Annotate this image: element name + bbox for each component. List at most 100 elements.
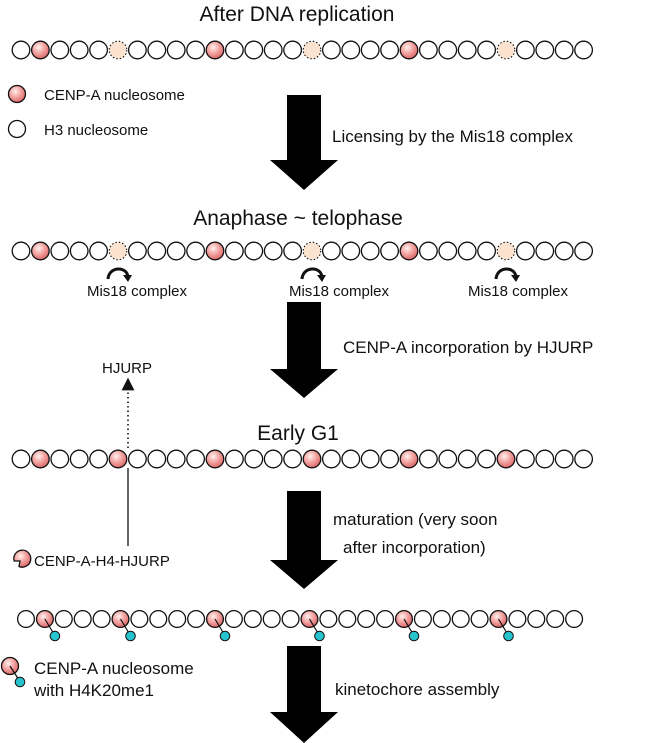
mis18-complex-arrowhead	[317, 275, 326, 282]
h3-nucleosome	[263, 40, 283, 60]
h3-nucleosome	[418, 449, 438, 469]
cenpa-nucleosome	[30, 40, 50, 60]
h4k20me1-mark	[125, 630, 136, 642]
step-arrow-4	[270, 646, 338, 743]
cenpa-nucleosome	[108, 449, 128, 469]
h3-nucleosome	[69, 449, 89, 469]
h3-nucleosome	[535, 40, 555, 60]
h3-nucleosome	[244, 241, 264, 261]
h3-nucleosome	[127, 40, 147, 60]
mis18-label-1: Mis18 complex	[87, 283, 188, 300]
h3-nucleosome	[565, 609, 584, 629]
h3-nucleosome	[127, 449, 147, 469]
h3-nucleosome	[360, 241, 380, 261]
legend-h4k20-label-1: CENP-A nucleosome	[34, 659, 194, 678]
stage-title-1: After DNA replication	[200, 3, 395, 26]
h3-nucleosome	[166, 40, 186, 60]
mis18-complex-arc	[300, 267, 324, 280]
legend-h4k20-label-2: with H4K20me1	[33, 681, 154, 700]
empty-nucleosome-site	[302, 241, 322, 261]
h3-nucleosome	[224, 449, 244, 469]
empty-nucleosome-site	[302, 40, 322, 60]
h3-nucleosome	[319, 609, 338, 629]
legend-h4k20me1: CENP-A nucleosome with H4K20me1	[0, 656, 194, 700]
h3-nucleosome	[418, 241, 438, 261]
h3-nucleosome	[438, 449, 458, 469]
h3-nucleosome	[341, 241, 361, 261]
h3-nucleosome	[554, 241, 574, 261]
h4k20me1-mark	[219, 630, 231, 642]
h3-nucleosome	[457, 449, 477, 469]
h3-nucleosome	[11, 449, 31, 469]
legend-h3-label: H3 nucleosome	[44, 122, 148, 139]
h3-nucleosome	[73, 609, 92, 629]
h3-nucleosome	[527, 609, 546, 629]
h3-nucleosome	[89, 449, 109, 469]
h3-nucleosome	[341, 40, 361, 60]
h3-nucleosome	[69, 40, 89, 60]
mis18-complex-arc	[494, 267, 518, 280]
chain-early-g1	[11, 449, 594, 469]
h3-nucleosome	[341, 449, 361, 469]
h3-nucleosome	[283, 449, 303, 469]
h3-nucleosome	[69, 241, 89, 261]
h4k20me1-mark	[314, 630, 325, 642]
chain-matured	[16, 609, 584, 642]
h3-nucleosome	[50, 241, 70, 261]
h3-nucleosome	[281, 609, 300, 629]
h3-nucleosome	[224, 609, 243, 629]
h3-nucleosome	[166, 449, 186, 469]
cenpa-nucleosome	[399, 241, 419, 261]
h3-nucleosome	[413, 609, 432, 629]
h3-nucleosome	[360, 40, 380, 60]
cenpa-nucleosome	[30, 241, 50, 261]
step-arrows	[270, 95, 338, 743]
h3-nucleosome	[283, 241, 303, 261]
h3-nucleosome	[92, 609, 111, 629]
step-label-3b: after incorporation)	[343, 538, 486, 557]
h3-nucleosome	[147, 241, 167, 261]
h3-nucleosome	[50, 449, 70, 469]
h3-nucleosome	[16, 609, 36, 629]
h3-nucleosome	[243, 609, 262, 629]
cenpa-h4-hjurp-icon	[13, 549, 32, 568]
legend-h4k20-mark-icon	[14, 676, 26, 688]
h3-nucleosome	[554, 449, 574, 469]
h3-nucleosome	[380, 449, 400, 469]
h3-nucleosome	[244, 40, 264, 60]
h3-nucleosome	[321, 449, 341, 469]
legend-cenpa: CENP-A nucleosome	[7, 84, 185, 104]
h3-nucleosome	[376, 609, 395, 629]
h3-nucleosome	[357, 609, 376, 629]
h3-nucleosome	[470, 609, 489, 629]
h3-nucleosome	[418, 40, 438, 60]
h3-nucleosome	[508, 609, 527, 629]
h3-nucleosome	[380, 40, 400, 60]
step-label-3a: maturation (very soon	[333, 510, 497, 529]
h4k20me1-mark	[49, 630, 61, 642]
empty-nucleosome-site	[108, 241, 128, 261]
h3-nucleosome	[54, 609, 73, 629]
cenpa-nucleosome	[205, 449, 225, 469]
step-arrow-1	[270, 95, 338, 190]
h3-nucleosome	[451, 609, 470, 629]
h3-nucleosome	[186, 40, 206, 60]
h3-nucleosome	[127, 241, 147, 261]
h3-nucleosome	[224, 241, 244, 261]
h3-nucleosome	[380, 241, 400, 261]
h3-nucleosome	[477, 241, 497, 261]
cenpa-nucleosome	[302, 449, 322, 469]
h3-nucleosome	[574, 40, 594, 60]
h3-nucleosome	[535, 449, 555, 469]
h3-nucleosome	[360, 449, 380, 469]
h3-nucleosome	[149, 609, 168, 629]
h3-nucleosome	[244, 449, 264, 469]
h3-nucleosome	[263, 241, 283, 261]
h3-nucleosome	[321, 40, 341, 60]
h3-nucleosome	[438, 40, 458, 60]
empty-nucleosome-site	[496, 40, 516, 60]
chain-anaphase-telophase	[11, 241, 594, 282]
hjurp-annotation: HJURP CENP-A-H4-HJURP	[13, 360, 170, 570]
legend-h3: H3 nucleosome	[7, 119, 148, 139]
